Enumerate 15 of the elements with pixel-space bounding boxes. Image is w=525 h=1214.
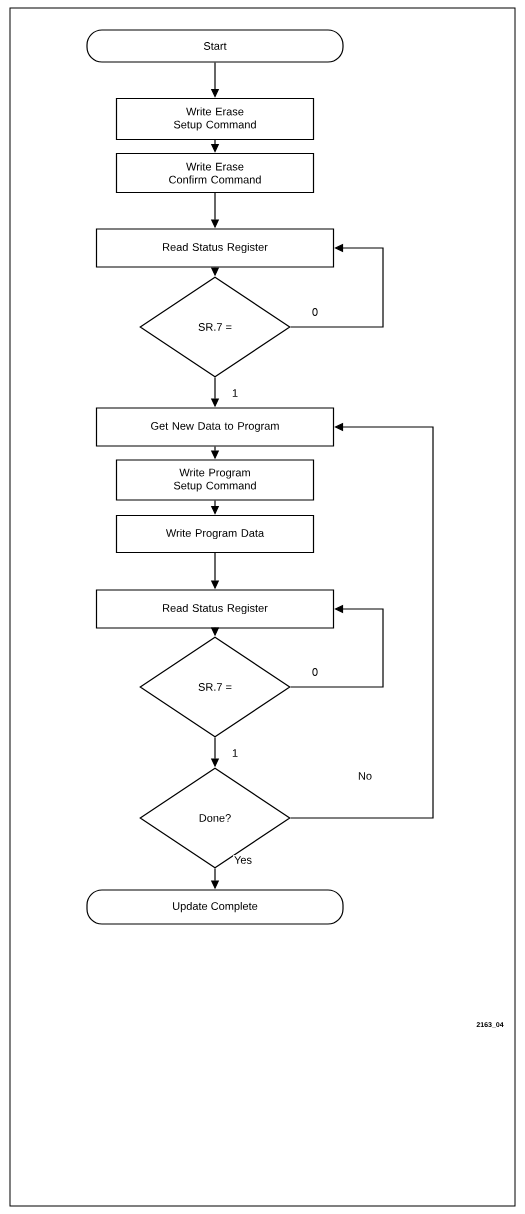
process-box: Write Erase Confirm Command <box>115 152 315 194</box>
edge-label: 0 <box>310 307 320 317</box>
terminal-box: Update Complete <box>86 889 344 925</box>
edge-label: Yes <box>233 855 253 865</box>
edge-label: No <box>356 771 374 781</box>
edge-label: 1 <box>230 388 240 398</box>
process-box: Read Status Register <box>95 589 335 629</box>
terminal-box: Start <box>86 29 344 63</box>
process-box: Write Erase Setup Command <box>115 97 315 141</box>
process-box: Write Program Data <box>115 514 315 554</box>
process-box: Get New Data to Program <box>95 407 335 447</box>
process-box: Read Status Register <box>95 228 335 268</box>
edge-label: 0 <box>310 667 320 677</box>
process-box: Write Program Setup Command <box>115 459 315 501</box>
edge-label: 1 <box>230 748 240 758</box>
